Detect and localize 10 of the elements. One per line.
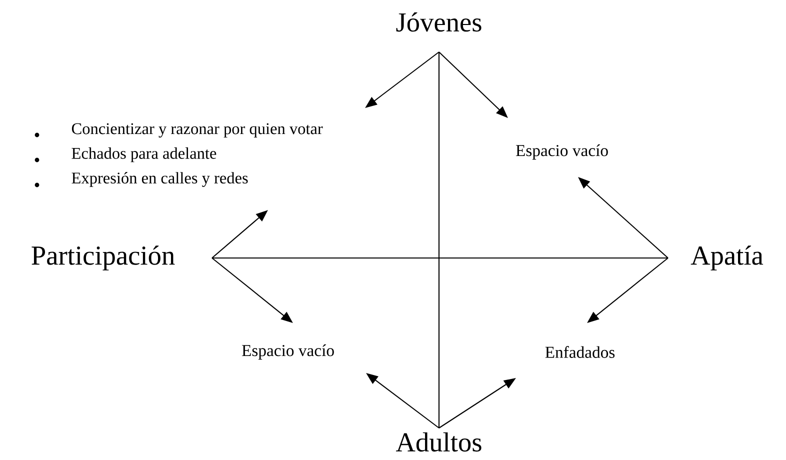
bullet-list: Concientizar y razonar por quien votar Echados para adelante Expresión en calles y redes	[72, 123, 323, 187]
axis-line	[212, 257, 668, 259]
axis-label: Participación	[32, 246, 175, 270]
axis-label: Jóvenes	[396, 12, 482, 32]
quadrant-label: Enfadados	[545, 346, 615, 358]
axis-label: Adultos	[396, 432, 482, 452]
quadrant-label: Espacio vacío	[242, 344, 334, 360]
quadrant-label: Espacio vacío	[516, 144, 608, 160]
axis-line	[438, 52, 440, 428]
axis-label: Apatía	[690, 246, 764, 270]
